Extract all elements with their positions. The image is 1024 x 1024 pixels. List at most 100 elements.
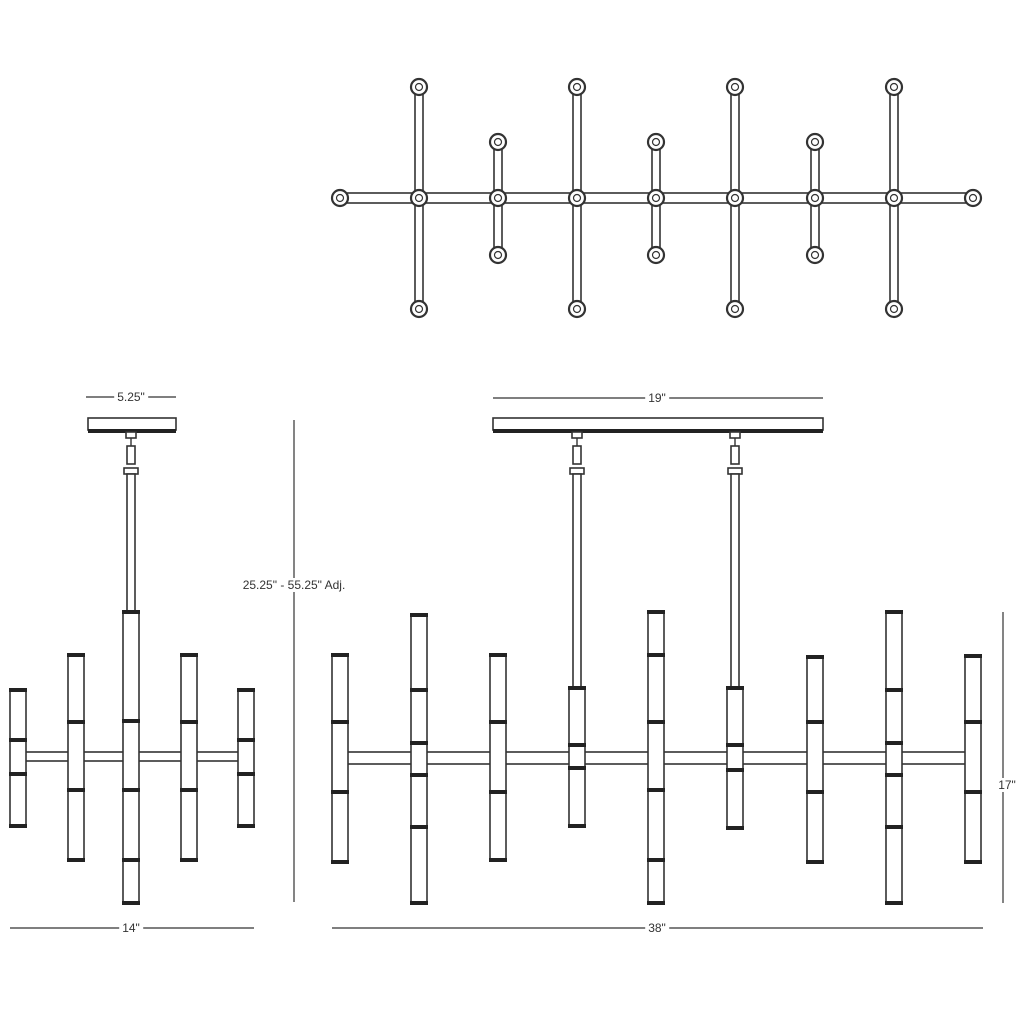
stem-collar [569, 467, 585, 475]
tube-band [806, 790, 824, 794]
canopy-edge [88, 429, 176, 433]
tube-band [180, 653, 198, 657]
top-view [330, 77, 983, 319]
tube-band [9, 772, 27, 776]
tube-band [964, 860, 982, 864]
tube-band [726, 768, 744, 772]
tube-band [180, 788, 198, 792]
socket-node-inner [730, 193, 740, 203]
tube-band [122, 719, 140, 723]
downrod [126, 473, 136, 613]
tube-band [67, 788, 85, 792]
glass-tube [964, 655, 982, 863]
canopy-front-width-label: 19" [645, 391, 669, 405]
tube-band [410, 613, 428, 617]
side-canopy [87, 417, 177, 431]
canopy-edge [493, 429, 823, 433]
tube-band [964, 720, 982, 724]
socket-node-inner [572, 82, 582, 92]
glass-tube [489, 654, 507, 861]
tube-band [331, 653, 349, 657]
tube-band [410, 825, 428, 829]
tube-band [726, 743, 744, 747]
tube-band [647, 901, 665, 905]
socket-node-inner [572, 193, 582, 203]
socket-node-inner [414, 82, 424, 92]
tube-band [647, 720, 665, 724]
socket-node-inner [730, 82, 740, 92]
socket-node-inner [651, 250, 661, 260]
glass-tube [885, 611, 903, 904]
side-view [9, 417, 255, 905]
tube-band [122, 788, 140, 792]
overall-height-label: 25.25" - 55.25" Adj. [239, 578, 349, 592]
downrod [572, 473, 582, 689]
front-width-label: 38" [645, 921, 669, 935]
socket-node-inner [572, 304, 582, 314]
glass-tube [67, 654, 85, 861]
glass-tube [9, 689, 27, 827]
socket-node-inner [730, 304, 740, 314]
tube-band [568, 686, 586, 690]
tube-band [122, 901, 140, 905]
stem-collar [123, 467, 139, 475]
socket-node-inner [414, 304, 424, 314]
tube-band [331, 790, 349, 794]
socket-node-inner [493, 137, 503, 147]
socket-node-inner [889, 82, 899, 92]
tube-band [410, 901, 428, 905]
chain-link [730, 445, 740, 465]
tube-band [647, 788, 665, 792]
tube-band [180, 858, 198, 862]
tube-band [885, 825, 903, 829]
tube-band [237, 772, 255, 776]
socket-node-inner [810, 250, 820, 260]
glass-tube [806, 656, 824, 863]
tube-band [568, 766, 586, 770]
tube-band [726, 826, 744, 830]
chain-link [126, 445, 136, 465]
chain-link [572, 445, 582, 465]
front-canopy [492, 417, 824, 431]
tube-band [806, 655, 824, 659]
tube-band [647, 653, 665, 657]
canopy-mount [125, 431, 137, 439]
tube-band [67, 653, 85, 657]
tube-band [67, 858, 85, 862]
socket-node-inner [889, 304, 899, 314]
tube-band [885, 773, 903, 777]
socket-node-inner [335, 193, 345, 203]
tube-band [237, 738, 255, 742]
tube-band [237, 824, 255, 828]
canopy-side-width-label: 5.25" [114, 390, 148, 404]
tube-band [410, 688, 428, 692]
tube-band [122, 858, 140, 862]
tube-band [726, 686, 744, 690]
tube-band [237, 688, 255, 692]
socket-node-inner [651, 137, 661, 147]
tube-band [67, 720, 85, 724]
glass-tube [331, 654, 349, 863]
tube-band [410, 773, 428, 777]
socket-node-inner [968, 193, 978, 203]
tube-band [9, 738, 27, 742]
tube-band [568, 743, 586, 747]
tube-band [489, 653, 507, 657]
socket-node-inner [810, 137, 820, 147]
tube-band [885, 688, 903, 692]
tube-band [806, 860, 824, 864]
socket-node-inner [651, 193, 661, 203]
tube-band [489, 720, 507, 724]
canopy-mount [571, 431, 583, 439]
glass-tube [237, 689, 255, 827]
tube-band [331, 860, 349, 864]
front-view [331, 417, 982, 905]
tube-band [489, 790, 507, 794]
tube-band [647, 610, 665, 614]
tube-band [489, 858, 507, 862]
stem-collar [727, 467, 743, 475]
tube-band [180, 720, 198, 724]
tube-band [885, 901, 903, 905]
glass-tube [568, 687, 586, 827]
